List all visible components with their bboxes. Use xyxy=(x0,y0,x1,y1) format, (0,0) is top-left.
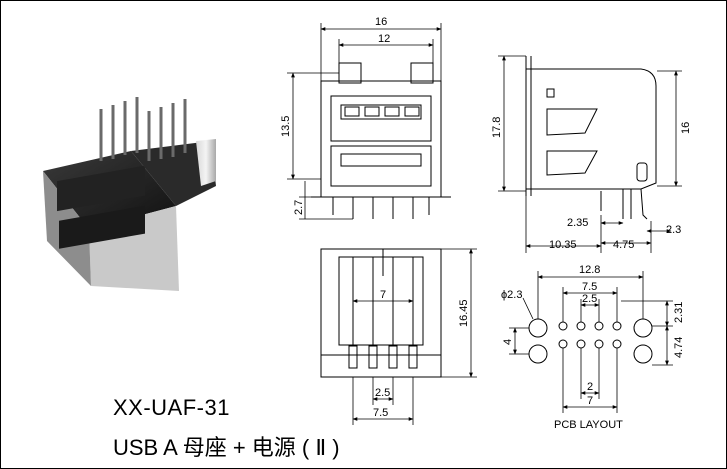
product-photo xyxy=(43,97,216,291)
side-pin-offset-label: 2.3 xyxy=(666,224,681,236)
side-height-right-label: 16 xyxy=(680,122,692,134)
front-view-upper-contacts xyxy=(340,104,422,120)
side-view-lower-spring xyxy=(546,150,598,176)
side-base-length-label: 10.35 xyxy=(549,239,577,251)
front-pin-length-label: 2.7 xyxy=(293,200,305,215)
pcb-dimensions xyxy=(509,271,673,413)
front-view-outline xyxy=(320,80,442,198)
front-view xyxy=(311,62,451,219)
side-pin-pitch-label: 2.35 xyxy=(567,217,588,229)
bottom-view-base xyxy=(320,354,442,378)
side-height-left-label: 17.8 xyxy=(491,117,503,138)
bottom-inner-width-label: 7 xyxy=(380,289,386,301)
pcb-span-inner-label: 2.5 xyxy=(582,293,597,305)
pcb-span-total-label: 12.8 xyxy=(579,264,600,276)
pcb-bottom-outer-label: 7 xyxy=(587,395,593,407)
pcb-pin-hole xyxy=(594,339,604,349)
pcb-pin-hole xyxy=(558,321,568,331)
side-pin-spacing-label: 4.75 xyxy=(613,239,634,251)
front-view-left-tab xyxy=(338,62,362,84)
connector-rear-body xyxy=(131,141,216,206)
pcb-span-outer-label: 7.5 xyxy=(582,281,597,293)
pcb-mount-hole xyxy=(633,344,653,364)
pcb-vertical-left-label: 4 xyxy=(502,339,514,345)
front-view-lower-port xyxy=(330,145,432,187)
pcb-layout-label: PCB LAYOUT xyxy=(554,419,623,431)
front-view-lower-contacts xyxy=(340,153,422,167)
pcb-pin-hole xyxy=(576,339,586,349)
bottom-pin-span-label: 7.5 xyxy=(373,407,388,419)
bottom-view xyxy=(320,248,442,378)
side-view-pin xyxy=(640,188,648,220)
front-view-upper-port xyxy=(330,95,432,142)
bottom-view-dimensions xyxy=(352,248,477,425)
side-view-marker xyxy=(546,88,555,98)
bottom-view-inner xyxy=(338,256,424,346)
pcb-pin-hole xyxy=(612,339,622,349)
pcb-pin-hole xyxy=(576,321,586,331)
connector-pins xyxy=(99,97,187,161)
side-view-outline xyxy=(525,68,657,190)
pcb-pin-hole xyxy=(594,321,604,331)
shield-tab xyxy=(196,139,216,186)
side-view-dimensions xyxy=(498,55,682,253)
bottom-depth-label: 16.45 xyxy=(458,299,470,327)
pcb-hole-diameter-label: ϕ2.3 xyxy=(501,289,522,301)
pcb-mount-hole xyxy=(528,318,548,338)
side-view-latch xyxy=(636,162,648,182)
front-width-overall-label: 16 xyxy=(375,16,387,28)
pcb-vertical-right-top-label: 2.31 xyxy=(673,302,685,323)
pcb-mount-hole xyxy=(633,318,653,338)
usb-port-upper xyxy=(57,165,145,212)
side-view xyxy=(525,56,657,220)
side-view-upper-spring xyxy=(546,108,598,136)
pcb-pin-hole xyxy=(558,339,568,349)
pcb-mount-hole xyxy=(528,344,548,364)
front-width-inner-label: 12 xyxy=(378,33,390,45)
pcb-bottom-inner-label: 2 xyxy=(587,381,593,393)
front-height-label: 13.5 xyxy=(280,116,292,137)
pcb-pin-hole xyxy=(612,321,622,331)
pcb-layout xyxy=(528,318,653,364)
bottom-pin-pitch-label: 2.5 xyxy=(375,387,390,399)
product-model: XX-UAF-31 xyxy=(113,395,230,420)
product-description: USB A 母座 + 电源 ( Ⅱ ) xyxy=(113,435,340,460)
usb-port-lower xyxy=(59,205,145,249)
front-view-dimensions xyxy=(287,23,442,220)
front-view-right-tab xyxy=(410,62,434,84)
pcb-vertical-right-bottom-label: 4.74 xyxy=(673,337,685,358)
